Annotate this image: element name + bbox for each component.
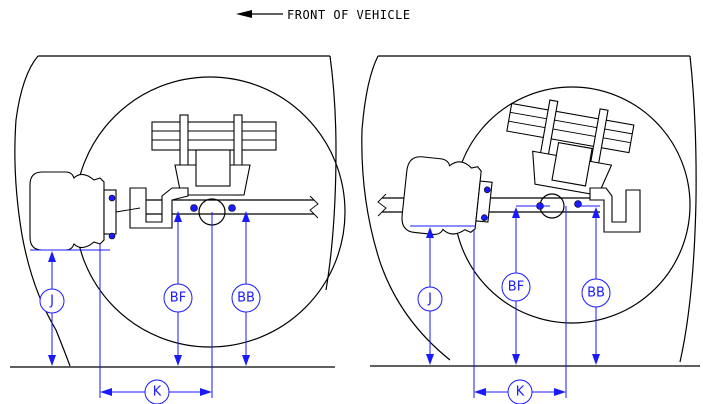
left-view: J BF BB K <box>10 55 346 404</box>
left-leaf-spring <box>151 114 277 196</box>
left-cam-bracket <box>129 187 189 229</box>
front-of-vehicle-indicator: FRONT OF VEHICLE <box>236 8 411 22</box>
left-bf-label: BF <box>170 291 186 306</box>
right-dimension-k: K <box>473 206 567 404</box>
left-k-label: K <box>153 385 162 400</box>
left-j-label: J <box>49 294 54 309</box>
left-nut-front <box>190 204 198 212</box>
right-axle-seat <box>532 141 613 196</box>
direction-arrowhead <box>236 10 252 18</box>
right-drum-right <box>679 55 697 363</box>
left-dimension-j: J <box>30 249 110 366</box>
right-j-label: J <box>427 292 432 307</box>
right-drum-outline <box>361 55 451 361</box>
right-k-label: K <box>516 385 525 400</box>
right-dimension-j: J <box>410 225 476 365</box>
left-nut-rear <box>228 204 236 212</box>
direction-label: FRONT OF VEHICLE <box>287 8 411 22</box>
left-axle-seat <box>174 149 251 196</box>
right-view: J BF BB K <box>361 55 700 404</box>
left-dimension-bb: BB <box>231 211 261 366</box>
right-bb-label: BB <box>587 286 605 301</box>
left-drum-right <box>325 55 337 291</box>
right-dimension-bb: BB <box>578 205 611 365</box>
left-brake-chamber <box>29 171 141 251</box>
left-bb-label: BB <box>237 291 255 306</box>
left-drum-outline <box>14 55 71 367</box>
left-dimension-bf: BF <box>163 211 193 366</box>
left-dimension-k: K <box>99 212 213 404</box>
right-bf-label: BF <box>508 280 524 295</box>
right-cam-bracket <box>589 187 641 233</box>
right-brake-chamber <box>401 156 493 235</box>
right-dimension-bf: BF <box>501 205 550 365</box>
